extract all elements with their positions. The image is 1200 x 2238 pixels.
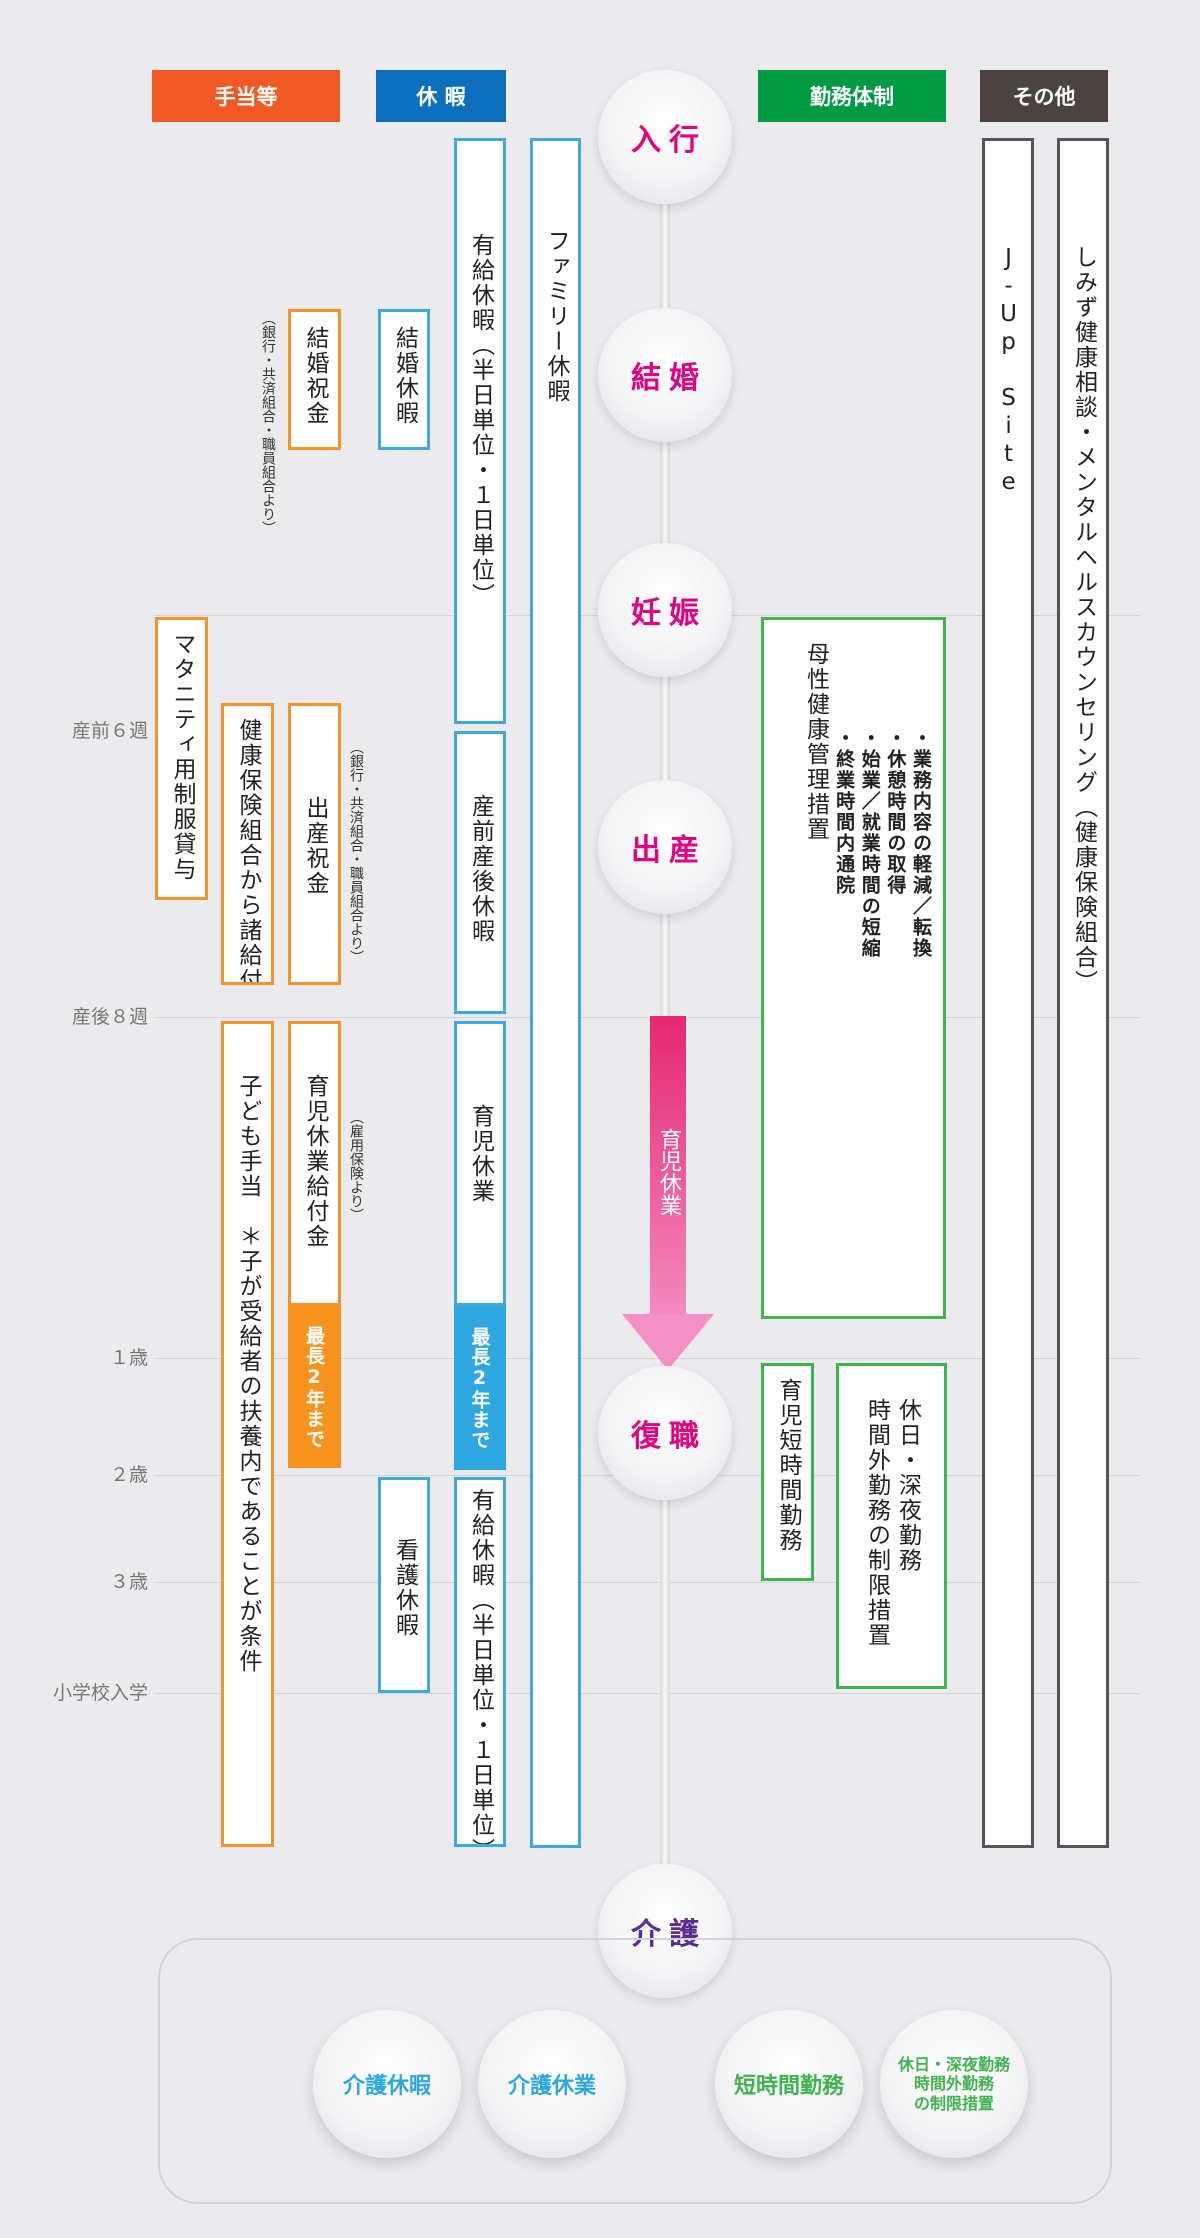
gridline-post8w <box>155 1017 1140 1018</box>
childcare-benefit-note: （雇用保険より） <box>348 1110 364 1222</box>
care-section <box>158 1938 1112 2204</box>
timeline-spine <box>660 140 670 1880</box>
stage-pregnancy: 妊娠 <box>598 543 732 677</box>
stage-return: 復職 <box>598 1366 732 1500</box>
box-maternity-uniform: マタニティ用制服貸与 <box>155 617 208 900</box>
box-marriage-leave: 結婚休暇 <box>378 309 430 450</box>
tag-label: 最長2年まで <box>303 1325 325 1449</box>
tag-childcare-leave-max: 最長2年まで <box>454 1306 506 1470</box>
box-label: 産前産後休暇 <box>467 794 494 944</box>
box-paid-leave-2: 有給休暇（半日単位・１日単位） <box>454 1477 506 1847</box>
tick-label: 産前６週 <box>71 720 148 742</box>
stage-birth: 出産 <box>598 780 732 914</box>
box-label: 健康保険組合から諸給付 <box>235 718 262 985</box>
stage-label: 結婚 <box>631 361 707 396</box>
box-label: 子ども手当 ＊子が受給者の扶養内であることが条件 <box>235 1074 262 1674</box>
header-work-system: 勤務体制 <box>758 70 946 122</box>
care-label: 休日・深夜勤務 時間外勤務 の制限措置 <box>897 2055 1010 2113</box>
care-leave-short: 介護休暇 <box>313 2010 461 2158</box>
care-label: 介護休暇 <box>342 2074 431 2099</box>
childcare-arrow-label: 育児休業 <box>656 1128 681 1216</box>
box-counseling: しみず健康相談・メンタルヘルスカウンセリング（健康保険組合） <box>1057 138 1109 1848</box>
tick-label: ３歳 <box>109 1571 148 1593</box>
box-label: 休日・深夜勤務 時間外勤務の制限措置 <box>863 1398 921 1648</box>
box-label: ファミリー休暇 <box>543 229 570 404</box>
gridline-3y <box>155 1582 1140 1583</box>
maternal-item: ・業務内容の軽減／転換 <box>910 728 932 959</box>
box-health-insurance: 健康保険組合から諸給付 <box>221 703 274 985</box>
care-leave-long: 介護休業 <box>478 2010 626 2158</box>
box-label: 看護休暇 <box>391 1538 418 1638</box>
care-short-hours: 短時間勤務 <box>715 2010 863 2158</box>
maternal-item: ・始業／就業時間の短縮 <box>858 728 881 959</box>
box-birth-gift: 出産祝金 <box>288 703 341 985</box>
box-label: 育児休業給付金 <box>302 1074 329 1249</box>
box-label: マタニティ用制服貸与 <box>169 632 196 882</box>
box-holiday-limit: 休日・深夜勤務 時間外勤務の制限措置 <box>836 1363 947 1689</box>
box-label: 育児休業 <box>467 1104 494 1204</box>
box-label: 結婚祝金 <box>302 326 329 426</box>
box-label: J-Up Site <box>995 245 1022 497</box>
maternal-item: ・終業時間内通院 <box>833 728 856 896</box>
box-j-up-site: J-Up Site <box>982 138 1034 1848</box>
box-label: しみず健康相談・メンタルヘルスカウンセリング（健康保険組合） <box>1070 245 1097 995</box>
care-label: 短時間勤務 <box>733 2074 844 2099</box>
box-maternity-leave: 産前産後休暇 <box>454 731 506 1014</box>
birth-gift-note: （銀行・共済組合・職員組合より） <box>348 740 364 964</box>
stage-label: 入行 <box>631 123 707 158</box>
stage-label: 復職 <box>631 1419 707 1454</box>
maternal-title: 母性健康管理措置 <box>802 642 829 842</box>
box-short-hours: 育児短時間勤務 <box>761 1363 814 1581</box>
box-nursing-leave: 看護休暇 <box>378 1477 430 1693</box>
box-label: 有給休暇（半日単位・１日単位） <box>467 1488 494 1847</box>
stage-marriage: 結婚 <box>598 308 732 442</box>
childcare-arrow-head <box>622 1314 714 1370</box>
care-holiday-limit: 休日・深夜勤務 時間外勤務 の制限措置 <box>880 2010 1028 2158</box>
box-family-leave: ファミリー休暇 <box>530 138 581 1848</box>
tick-label: ２歳 <box>109 1464 148 1486</box>
care-label: 介護休業 <box>507 2074 596 2099</box>
box-label: 有給休暇（半日単位・１日単位） <box>467 233 494 608</box>
header-leave: 休 暇 <box>376 70 506 122</box>
stage-label: 出産 <box>631 833 707 868</box>
maternal-item: ・休憩時間の取得 <box>884 728 907 896</box>
stage-join: 入行 <box>598 70 732 204</box>
box-maternal-health: 母性健康管理措置 ・終業時間内通院 ・始業／就業時間の短縮 ・休憩時間の取得 ・… <box>761 617 946 1319</box>
box-marriage-gift: 結婚祝金 <box>288 309 341 450</box>
marriage-gift-note: （銀行・共済組合・職員組合より） <box>260 311 276 535</box>
stage-care: 介護 <box>598 1864 732 1998</box>
stage-label: 妊娠 <box>631 596 707 631</box>
box-label: 育児短時間勤務 <box>775 1378 802 1553</box>
tick-label: 小学校入学 <box>52 1682 148 1704</box>
stage-label: 介護 <box>631 1917 707 1952</box>
header-allowance: 手当等 <box>152 70 340 122</box>
childcare-arrow <box>650 1016 686 1316</box>
tag-label: 最長2年まで <box>468 1326 491 1450</box>
gridline-school <box>155 1693 1140 1694</box>
box-label: 結婚休暇 <box>391 326 418 426</box>
box-child-allowance: 子ども手当 ＊子が受給者の扶養内であることが条件 <box>221 1021 274 1847</box>
tick-label: １歳 <box>109 1347 148 1369</box>
box-paid-leave-1: 有給休暇（半日単位・１日単位） <box>454 138 506 724</box>
box-label: 出産祝金 <box>302 796 329 896</box>
tag-childcare-benefit-max: 最長2年まで <box>288 1306 341 1468</box>
box-childcare-benefit: 育児休業給付金 <box>288 1021 341 1306</box>
tick-label: 産後８週 <box>71 1006 148 1028</box>
header-other: その他 <box>980 70 1108 122</box>
box-childcare-leave: 育児休業 <box>454 1021 506 1306</box>
